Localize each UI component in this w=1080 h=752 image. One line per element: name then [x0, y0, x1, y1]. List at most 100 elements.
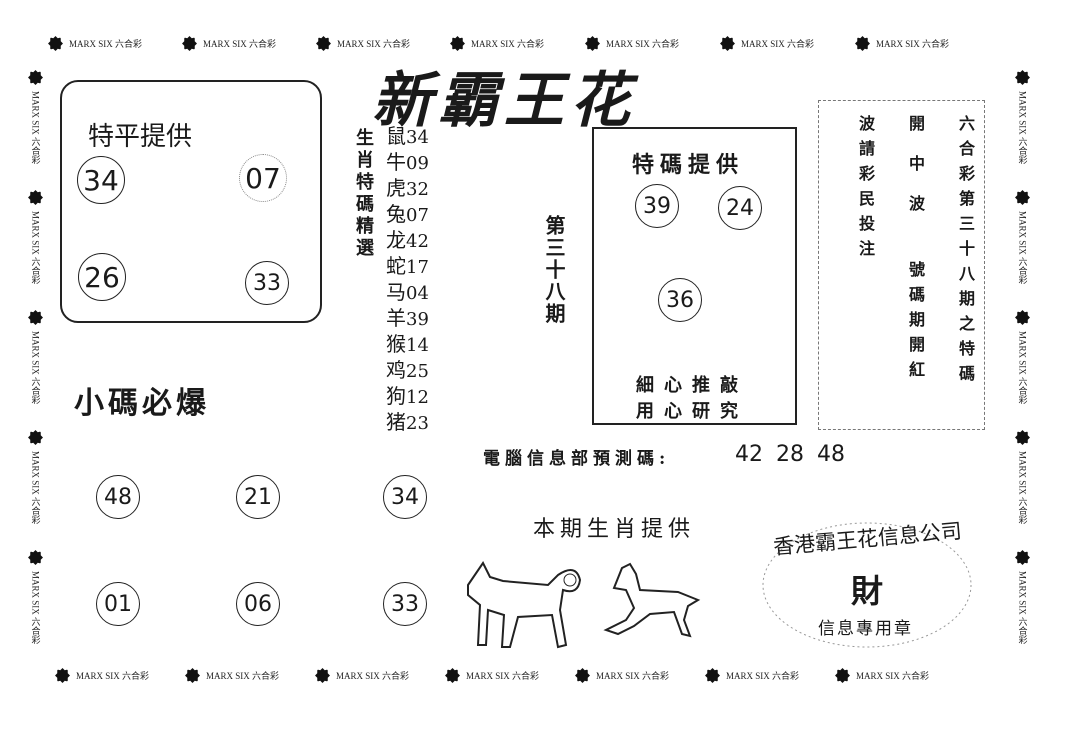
- notice-column: 波請彩民投注: [856, 115, 875, 265]
- zodiac-animal: 马: [386, 280, 406, 304]
- flat-heading: 特平提供: [88, 122, 193, 152]
- zodiac-number: 07: [406, 205, 429, 226]
- watermark-text: MARX SIX 六合彩: [206, 670, 280, 681]
- prediction-numbers: 42 28 48: [735, 442, 845, 467]
- dog-icon: [467, 561, 582, 649]
- zodiac-animal: 牛: [386, 150, 406, 174]
- zodiac-animal: 兔: [386, 202, 406, 226]
- watermark-item: MARX SIX 六合彩: [48, 36, 142, 51]
- number-ball: 07: [239, 154, 287, 202]
- zodiac-animal: 龙: [386, 228, 406, 252]
- horse-icon: [603, 562, 701, 638]
- watermark-item: MARX SIX 六合彩: [316, 36, 410, 51]
- flower-icon: [450, 36, 465, 51]
- zodiac-animal: 鼠: [386, 124, 406, 148]
- watermark-text: MARX SIX 六合彩: [606, 38, 680, 49]
- watermark-text: MARX SIX 六合彩: [30, 211, 41, 285]
- flower-icon: [48, 36, 63, 51]
- watermark-text: MARX SIX 六合彩: [856, 670, 930, 681]
- watermark-item: MARX SIX 六合彩: [28, 190, 43, 284]
- watermark-text: MARX SIX 六合彩: [741, 38, 815, 49]
- zodiac-row: 马04: [386, 280, 429, 306]
- flower-icon: [185, 668, 200, 683]
- watermark-item: MARX SIX 六合彩: [1015, 550, 1030, 644]
- watermark-item: MARX SIX 六合彩: [450, 36, 544, 51]
- watermark-item: MARX SIX 六合彩: [28, 70, 43, 164]
- watermark-item: MARX SIX 六合彩: [1015, 310, 1030, 404]
- notice-box: 六合彩第三十八期之特碼 開中波 號碼期開紅 波請彩民投注: [818, 100, 985, 430]
- zodiac-row: 狗12: [386, 384, 429, 410]
- special-number-box: 特碼提供 細心推敲 用心研究: [592, 127, 797, 425]
- watermark-text: MARX SIX 六合彩: [30, 451, 41, 525]
- flower-icon: [315, 668, 330, 683]
- watermark-item: MARX SIX 六合彩: [720, 36, 814, 51]
- zodiac-animal: 羊: [386, 306, 406, 330]
- watermark-item: MARX SIX 六合彩: [705, 668, 799, 683]
- zodiac-row: 虎32: [386, 176, 429, 202]
- watermark-item: MARX SIX 六合彩: [575, 668, 669, 683]
- flower-icon: [28, 190, 43, 205]
- zodiac-number: 17: [406, 257, 429, 278]
- zodiac-animal: 猴: [386, 332, 406, 356]
- prediction-label: 電腦信息部預測碼:: [483, 449, 671, 469]
- zodiac-number: 09: [406, 153, 429, 174]
- zodiac-number: 14: [406, 335, 429, 356]
- watermark-item: MARX SIX 六合彩: [855, 36, 949, 51]
- watermark-item: MARX SIX 六合彩: [1015, 190, 1030, 284]
- zodiac-number: 39: [406, 309, 429, 330]
- watermark-item: MARX SIX 六合彩: [1015, 70, 1030, 164]
- number-ball: 34: [383, 475, 427, 519]
- watermark-text: MARX SIX 六合彩: [471, 38, 545, 49]
- watermark-text: MARX SIX 六合彩: [1017, 571, 1028, 645]
- period-label: 第三十八期: [542, 215, 566, 325]
- zodiac-row: 鼠34: [386, 124, 429, 150]
- flower-icon: [855, 36, 870, 51]
- number-ball: 36: [658, 278, 702, 322]
- watermark-text: MARX SIX 六合彩: [336, 670, 410, 681]
- number-ball: 33: [245, 261, 289, 305]
- watermark-text: MARX SIX 六合彩: [876, 38, 950, 49]
- watermark-text: MARX SIX 六合彩: [69, 38, 143, 49]
- zodiac-heading: 生肖特碼精選: [353, 128, 374, 260]
- zodiac-number: 32: [406, 179, 429, 200]
- zodiac-number: 42: [406, 231, 429, 252]
- flower-icon: [28, 70, 43, 85]
- watermark-text: MARX SIX 六合彩: [1017, 91, 1028, 165]
- flower-icon: [1015, 310, 1030, 325]
- flower-icon: [28, 550, 43, 565]
- flower-icon: [316, 36, 331, 51]
- number-ball: 33: [383, 582, 427, 626]
- zodiac-animal: 虎: [386, 176, 406, 200]
- watermark-item: MARX SIX 六合彩: [835, 668, 929, 683]
- zodiac-provide-heading: 本期生肖提供: [533, 517, 696, 542]
- notice-column: 開中波: [906, 115, 925, 235]
- watermark-text: MARX SIX 六合彩: [1017, 451, 1028, 525]
- watermark-text: MARX SIX 六合彩: [596, 670, 670, 681]
- zodiac-row: 兔07: [386, 202, 429, 228]
- number-ball: 26: [78, 253, 126, 301]
- zodiac-animal: 鸡: [386, 358, 406, 382]
- zodiac-number: 04: [406, 283, 429, 304]
- watermark-text: MARX SIX 六合彩: [1017, 331, 1028, 405]
- watermark-text: MARX SIX 六合彩: [30, 331, 41, 405]
- zodiac-row: 鸡25: [386, 358, 429, 384]
- zodiac-animal: 蛇: [386, 254, 406, 278]
- notice-column: 號碼期開紅: [906, 261, 925, 386]
- watermark-text: MARX SIX 六合彩: [30, 91, 41, 165]
- notice-column: 六合彩第三十八期之特碼: [956, 115, 975, 390]
- number-ball: 01: [96, 582, 140, 626]
- zodiac-row: 猴14: [386, 332, 429, 358]
- watermark-item: MARX SIX 六合彩: [28, 310, 43, 404]
- zodiac-number: 34: [406, 127, 429, 148]
- zodiac-animal: 狗: [386, 384, 406, 408]
- zodiac-animal: 猪: [386, 410, 406, 434]
- flat-numbers-box: 特平提供: [60, 80, 322, 323]
- flower-icon: [28, 430, 43, 445]
- watermark-item: MARX SIX 六合彩: [1015, 430, 1030, 524]
- zodiac-row: 羊39: [386, 306, 429, 332]
- stamp-center: 財: [851, 572, 884, 610]
- watermark-text: MARX SIX 六合彩: [1017, 211, 1028, 285]
- watermark-item: MARX SIX 六合彩: [28, 550, 43, 644]
- flower-icon: [1015, 190, 1030, 205]
